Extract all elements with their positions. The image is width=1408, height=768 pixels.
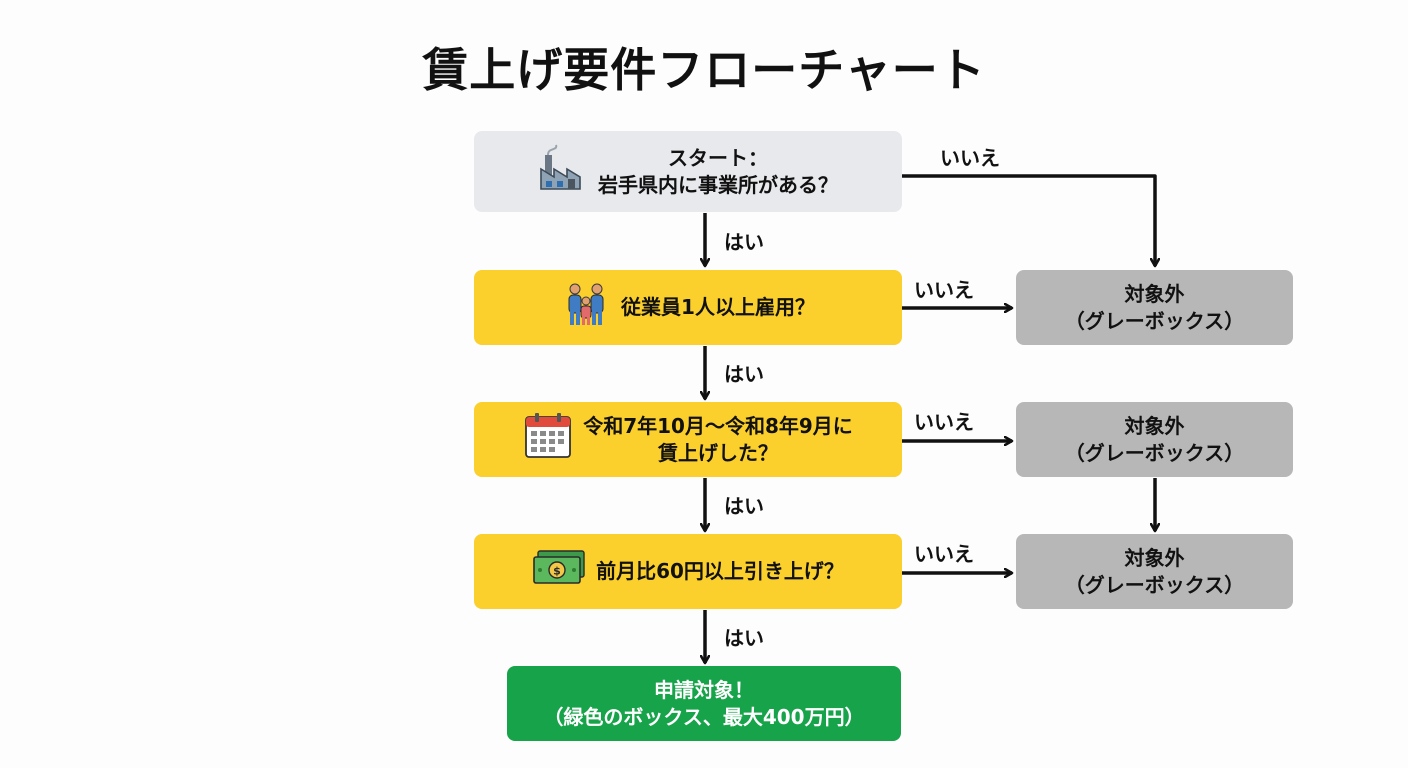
excluded-box: 対象外 （グレーボックス） <box>1016 402 1293 477</box>
question-employees-text: 従業員1人以上雇用？ <box>621 295 815 319</box>
result-line-1: 申請対象！ <box>654 677 754 702</box>
calendar-icon <box>523 411 573 468</box>
start-box: スタート： 岩手県内に事業所がある？ <box>474 131 902 212</box>
money-icon: $ <box>532 548 586 595</box>
yes-label: はい <box>724 626 764 650</box>
excluded-subtitle: （グレーボックス） <box>1064 572 1245 597</box>
employees-icon <box>561 279 611 336</box>
question-wage-line-1: 令和7年10月〜令和8年9月に <box>583 413 853 438</box>
question-raise-amount-box: $ 前月比60円以上引き上げ？ <box>474 534 902 609</box>
question-raise-text: 前月比60円以上引き上げ？ <box>596 559 844 583</box>
excluded-title: 対象外 <box>1124 545 1185 570</box>
no-label: いいえ <box>914 542 974 566</box>
excluded-box: 対象外 （グレーボックス） <box>1016 270 1293 345</box>
excluded-subtitle: （グレーボックス） <box>1064 308 1245 333</box>
yes-label: はい <box>724 230 764 254</box>
result-eligible-box: 申請対象！ （緑色のボックス、最大400万円） <box>507 666 901 741</box>
question-wage-increase-box: 令和7年10月〜令和8年9月に 賃上げした？ <box>474 402 902 477</box>
yes-label: はい <box>724 494 764 518</box>
start-line-2: 岩手県内に事業所がある？ <box>598 172 838 197</box>
svg-text:$: $ <box>553 565 561 578</box>
no-label: いいえ <box>940 146 1000 170</box>
excluded-title: 対象外 <box>1124 281 1185 306</box>
arrow-start-no <box>902 174 1155 266</box>
question-employees-box: 従業員1人以上雇用？ <box>474 270 902 345</box>
start-line-1: スタート： <box>668 145 768 170</box>
result-line-2: （緑色のボックス、最大400万円） <box>543 704 865 729</box>
no-label: いいえ <box>914 278 974 302</box>
excluded-subtitle: （グレーボックス） <box>1064 440 1245 465</box>
no-label: いいえ <box>914 410 974 434</box>
excluded-title: 対象外 <box>1124 413 1185 438</box>
page-title: 賃上げ要件フローチャート <box>422 43 986 97</box>
yes-label: はい <box>724 362 764 386</box>
factory-icon <box>538 143 588 200</box>
question-wage-line-2: 賃上げした？ <box>658 440 778 465</box>
excluded-box: 対象外 （グレーボックス） <box>1016 534 1293 609</box>
